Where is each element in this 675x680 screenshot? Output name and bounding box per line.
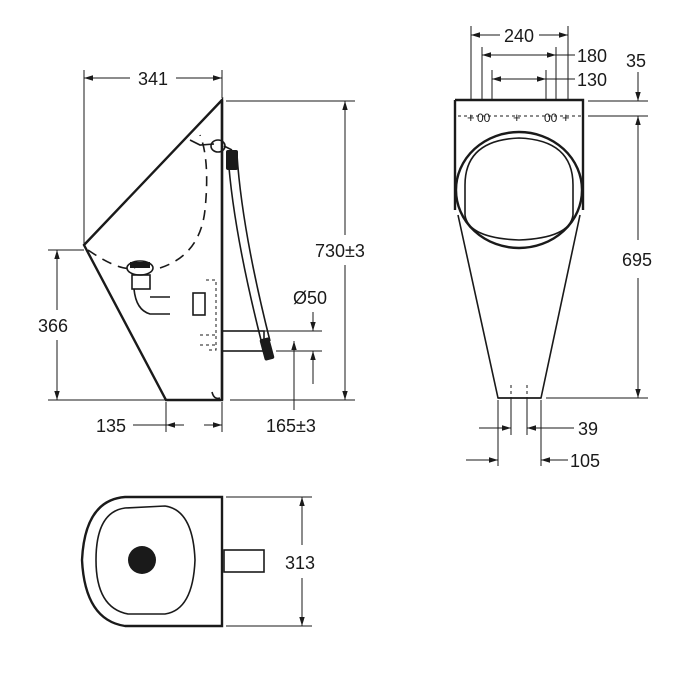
top-outlet-pipe: [223, 549, 265, 573]
dim-366: 366: [38, 316, 68, 336]
outlet-pipe: [221, 330, 265, 352]
bowl-outer-rim: [454, 130, 584, 250]
drain-hole-icon: [128, 546, 156, 574]
top-bowl-inner: [95, 505, 196, 615]
svg-text:+: +: [513, 110, 521, 125]
svg-text:00: 00: [477, 111, 491, 125]
dim-39: 39: [578, 419, 598, 439]
bottom-fixing: [211, 391, 221, 400]
dim-130: 130: [577, 70, 607, 90]
dim-313: 313: [285, 553, 315, 573]
wall-fittings: [192, 279, 217, 351]
dim-695: 695: [622, 250, 652, 270]
dim-diameter-50: Ø50: [293, 288, 327, 308]
bowl-inner-rim: [464, 137, 574, 241]
dim-240: 240: [504, 26, 534, 46]
top-view: 313: [80, 495, 315, 628]
spray-nozzle: [189, 139, 233, 153]
supply-hose: [226, 150, 275, 361]
front-cone: [457, 214, 581, 399]
svg-text:00: 00: [544, 111, 558, 125]
bowl-hidden-line: [87, 134, 208, 270]
front-view: + 00 + 00 + 240 180 130 35 695: [453, 26, 652, 471]
dim-105: 105: [570, 451, 600, 471]
dim-341: 341: [138, 69, 168, 89]
side-view: 341 730±3 366 135 Ø50 165±3: [38, 69, 365, 436]
svg-text:+: +: [467, 110, 475, 125]
dim-730: 730±3: [315, 241, 365, 261]
mounting-holes: + 00 + 00 +: [458, 110, 581, 125]
svg-text:+: +: [562, 110, 570, 125]
dim-35: 35: [626, 51, 646, 71]
dim-180: 180: [577, 46, 607, 66]
dim-165: 165±3: [266, 416, 316, 436]
drain-trap: [126, 260, 170, 315]
top-body-outline: [80, 495, 224, 628]
dim-135: 135: [96, 416, 126, 436]
